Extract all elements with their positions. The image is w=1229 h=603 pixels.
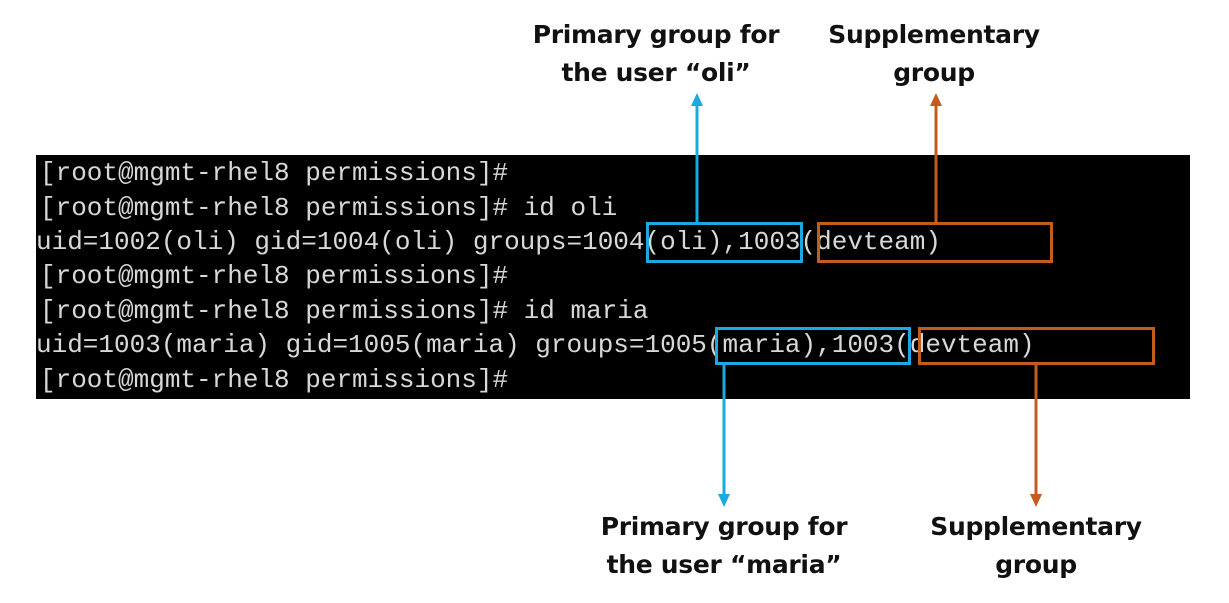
highlight-box-primary-maria [715, 327, 911, 365]
callout-line: group [995, 550, 1077, 579]
terminal-line: uid=1002(oli) gid=1004(oli) groups=1004(… [36, 227, 941, 257]
highlight-box-supplementary-oli [817, 222, 1053, 263]
callout-line: the user “maria” [606, 550, 842, 579]
terminal-line: [root@mgmt-rhel8 permissions]# [40, 158, 509, 188]
terminal-line: [root@mgmt-rhel8 permissions]# [40, 261, 509, 291]
highlight-box-primary-oli [646, 222, 803, 263]
terminal-line: [root@mgmt-rhel8 permissions]# id maria [40, 296, 649, 326]
terminal-line: [root@mgmt-rhel8 permissions]# [40, 365, 509, 395]
terminal-window[interactable]: [root@mgmt-rhel8 permissions]# [root@mgm… [36, 155, 1190, 399]
terminal-line: [root@mgmt-rhel8 permissions]# id oli [40, 193, 618, 223]
highlight-box-supplementary-maria [918, 327, 1155, 365]
terminal-line: uid=1003(maria) gid=1005(maria) groups=1… [36, 330, 1035, 360]
callout-primary-group-oli: Primary group for the user “oli” [506, 16, 806, 92]
callout-line: Primary group for [532, 20, 780, 49]
callout-supplementary-group-bottom: Supplementary group [902, 508, 1170, 584]
callout-line: group [893, 58, 975, 87]
callout-line: Supplementary [930, 512, 1142, 541]
callout-supplementary-group-top: Supplementary group [800, 16, 1068, 92]
callout-line: Supplementary [828, 20, 1040, 49]
callout-line: Primary group for [600, 512, 848, 541]
callout-primary-group-maria: Primary group for the user “maria” [574, 508, 874, 584]
callout-line: the user “oli” [561, 58, 751, 87]
